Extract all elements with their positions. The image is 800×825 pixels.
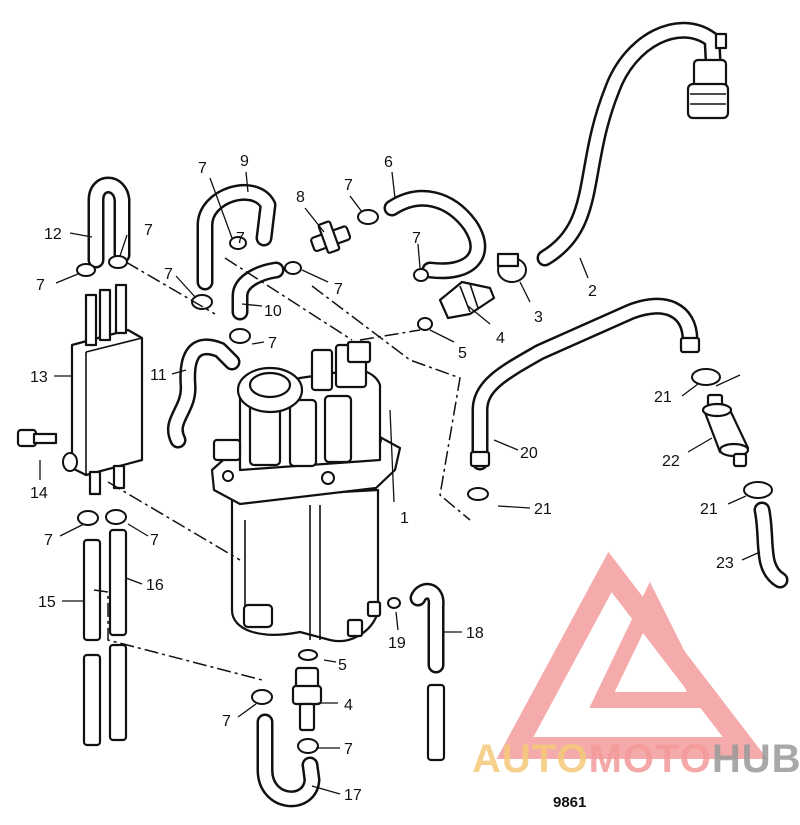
callout-22: 22 bbox=[662, 453, 680, 470]
callout-23: 23 bbox=[716, 555, 734, 572]
callout-12: 12 bbox=[44, 226, 62, 243]
callout-7: 7 bbox=[236, 230, 245, 247]
callout-3: 3 bbox=[534, 309, 543, 326]
clamp-21a bbox=[691, 368, 721, 386]
callout-7: 7 bbox=[222, 713, 231, 730]
fitting-4-upper bbox=[438, 280, 496, 320]
tee-fitting-8 bbox=[310, 220, 352, 254]
hose-15 bbox=[82, 538, 102, 747]
leader-lines bbox=[39, 171, 761, 795]
figure-number: 9861 bbox=[553, 794, 586, 811]
callout-labels: 1 2 3 4 4 5 5 6 7 7 7 7 7 7 7 7 7 7 7 7 … bbox=[30, 153, 734, 804]
watermark-auto: AUTO bbox=[472, 737, 589, 781]
callout-7: 7 bbox=[344, 177, 353, 194]
callout-7: 7 bbox=[144, 222, 153, 239]
hose-11 bbox=[166, 338, 241, 449]
clamp-21b bbox=[467, 487, 489, 501]
callout-7: 7 bbox=[344, 741, 353, 758]
watermark-text: AUTOMOTOHUB bbox=[472, 737, 800, 781]
callout-13: 13 bbox=[30, 369, 48, 386]
center-lines bbox=[93, 257, 471, 681]
vapor-separator-13 bbox=[70, 283, 144, 496]
clamp-21c bbox=[743, 481, 773, 499]
callout-11: 11 bbox=[150, 367, 167, 384]
hose-10 bbox=[231, 261, 285, 321]
callout-7: 7 bbox=[268, 335, 277, 352]
clip-19 bbox=[387, 597, 401, 609]
callout-5: 5 bbox=[338, 657, 347, 674]
callout-16: 16 bbox=[146, 577, 164, 594]
callout-17: 17 bbox=[344, 787, 362, 804]
callout-21: 21 bbox=[654, 389, 672, 406]
hose-18 bbox=[409, 582, 446, 762]
callout-4: 4 bbox=[496, 330, 505, 347]
callout-4: 4 bbox=[344, 697, 353, 714]
clamp-3 bbox=[496, 252, 527, 283]
callout-7: 7 bbox=[150, 532, 159, 549]
watermark-moto: MOTO bbox=[589, 737, 712, 781]
callout-7: 7 bbox=[44, 532, 53, 549]
svg-text:AUTOMOTOHUB: AUTOMOTOHUB bbox=[472, 737, 800, 781]
callout-6: 6 bbox=[384, 154, 393, 171]
hose-17 bbox=[256, 713, 321, 808]
callout-19: 19 bbox=[388, 635, 406, 652]
callout-15: 15 bbox=[38, 594, 56, 611]
callout-8: 8 bbox=[296, 189, 305, 206]
callout-2: 2 bbox=[588, 283, 597, 300]
callout-7: 7 bbox=[198, 160, 207, 177]
o-ring-5-lower bbox=[298, 649, 318, 661]
hose-12 bbox=[87, 176, 131, 269]
bolt-14 bbox=[16, 428, 78, 472]
callout-1: 1 bbox=[400, 510, 409, 527]
watermark-triangle-inner bbox=[589, 581, 713, 708]
callout-7: 7 bbox=[412, 230, 421, 247]
hose-6 bbox=[383, 189, 487, 280]
callout-10: 10 bbox=[264, 303, 282, 320]
fitting bbox=[714, 32, 728, 50]
o-ring-5 bbox=[417, 317, 433, 331]
fitting-4-lower bbox=[291, 666, 323, 732]
watermark-logo bbox=[496, 551, 768, 759]
hose-2 bbox=[536, 21, 730, 267]
hose-23 bbox=[753, 501, 789, 589]
callout-21: 21 bbox=[700, 501, 718, 518]
callout-9: 9 bbox=[240, 153, 249, 170]
callout-14: 14 bbox=[30, 485, 48, 502]
callout-7: 7 bbox=[36, 277, 45, 294]
hose-16 bbox=[108, 528, 128, 742]
callout-18: 18 bbox=[466, 625, 484, 642]
callout-5: 5 bbox=[458, 345, 467, 362]
callout-7: 7 bbox=[164, 266, 173, 283]
callout-20: 20 bbox=[520, 445, 538, 462]
fuel-module-1 bbox=[210, 340, 402, 643]
clamps-7 bbox=[76, 209, 429, 754]
filter-22 bbox=[701, 393, 750, 468]
hose-20 bbox=[469, 297, 701, 471]
hose-9 bbox=[196, 183, 277, 291]
callout-7: 7 bbox=[334, 281, 343, 298]
watermark-hub: HUB bbox=[712, 737, 800, 781]
callout-21: 21 bbox=[534, 501, 552, 518]
